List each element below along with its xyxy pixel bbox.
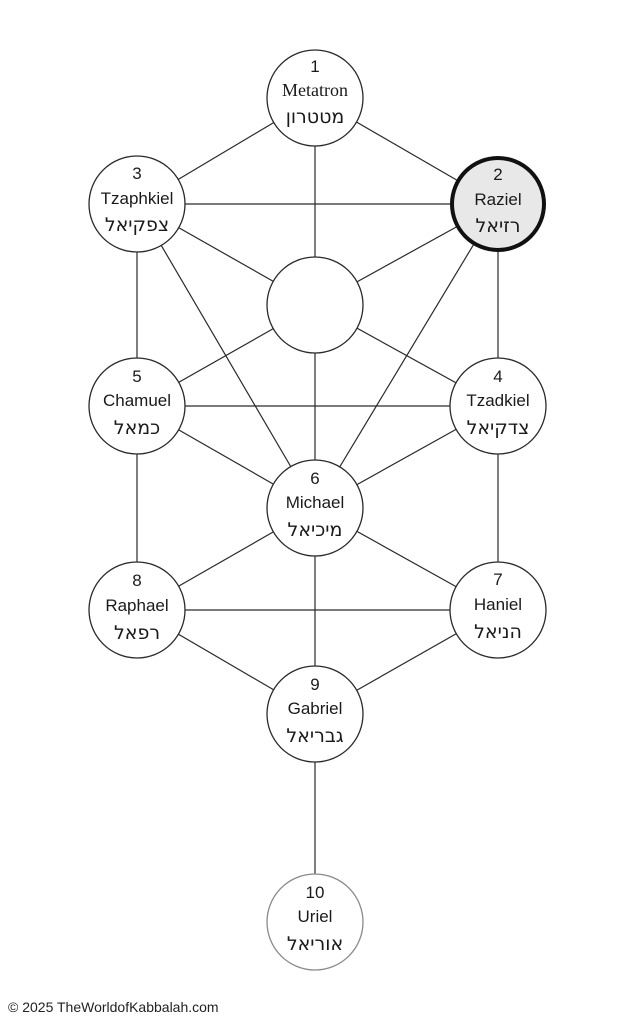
node-raphael-circle [88, 561, 186, 659]
node-michael-hebrew: מיכיאל [288, 519, 343, 541]
node-tzadkiel-number: 4 [493, 367, 502, 386]
node-tzadkiel: 4 Tzadkiel צדקיאל [449, 357, 547, 455]
node-raziel: 2 Raziel רזיאל [450, 156, 546, 252]
node-uriel-number: 10 [306, 883, 325, 902]
node-chamuel: 5 Chamuel כמאל [88, 357, 186, 455]
node-chamuel-number: 5 [132, 367, 141, 386]
node-haniel-number: 7 [493, 570, 502, 589]
node-raphael: 8 Raphael רפאל [88, 561, 186, 659]
node-michael-number: 6 [310, 469, 319, 488]
node-daat [266, 256, 364, 354]
sephirot-nodes: 1 Metatron מטטרון 2 Raziel רזיאל 3 Tzaph… [88, 49, 547, 971]
node-uriel-name: Uriel [298, 907, 333, 926]
node-gabriel-hebrew: גבריאל [286, 725, 343, 747]
node-chamuel-name: Chamuel [103, 391, 171, 410]
node-gabriel: 9 Gabriel גבריאל [266, 665, 364, 763]
node-tzadkiel-hebrew: צדקיאל [467, 417, 530, 439]
node-tzaphkiel-circle [88, 155, 186, 253]
node-raziel-number: 2 [493, 165, 502, 184]
node-tzaphkiel: 3 Tzaphkiel צפקיאל [88, 155, 186, 253]
node-tzaphkiel-name: Tzaphkiel [101, 189, 174, 208]
node-uriel-hebrew: אוריאל [287, 933, 343, 955]
node-chamuel-hebrew: כמאל [114, 417, 160, 439]
node-daat-circle [266, 256, 364, 354]
node-uriel-circle [266, 873, 364, 971]
node-michael-name: Michael [286, 493, 345, 512]
node-uriel: 10 Uriel אוריאל [266, 873, 364, 971]
node-tzaphkiel-number: 3 [132, 164, 141, 183]
node-metatron-circle [266, 49, 364, 147]
node-metatron-number: 1 [310, 57, 319, 76]
node-raphael-number: 8 [132, 571, 141, 590]
node-michael-circle [266, 459, 364, 557]
node-chamuel-circle [88, 357, 186, 455]
node-gabriel-circle [266, 665, 364, 763]
node-metatron-name: Metatron [282, 80, 348, 100]
node-raziel-name: Raziel [474, 190, 521, 209]
node-tzadkiel-name: Tzadkiel [466, 391, 529, 410]
node-raphael-hebrew: רפאל [114, 622, 160, 644]
node-raphael-name: Raphael [105, 596, 168, 615]
node-tzaphkiel-hebrew: צפקיאל [105, 214, 169, 236]
node-gabriel-name: Gabriel [288, 699, 343, 718]
node-haniel-hebrew: הניאל [474, 621, 522, 643]
node-raziel-circle [450, 156, 546, 252]
node-tzadkiel-circle [449, 357, 547, 455]
node-haniel-name: Haniel [474, 595, 522, 614]
node-michael: 6 Michael מיכיאל [266, 459, 364, 557]
copyright-notice: © 2025 TheWorldofKabbalah.com [8, 999, 219, 1015]
node-gabriel-number: 9 [310, 675, 319, 694]
node-haniel-circle [449, 561, 547, 659]
node-metatron-hebrew: מטטרון [286, 106, 345, 128]
node-metatron: 1 Metatron מטטרון [266, 49, 364, 147]
node-raziel-hebrew: רזיאל [475, 215, 520, 237]
node-haniel: 7 Haniel הניאל [449, 561, 547, 659]
